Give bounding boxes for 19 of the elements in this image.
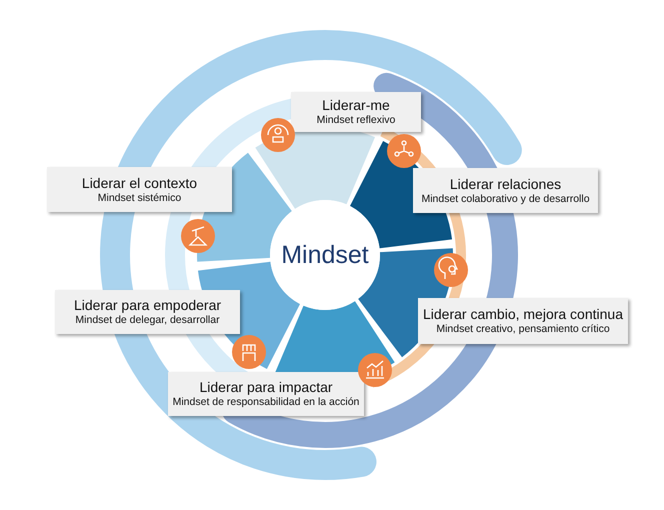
card-heading: Liderar-me bbox=[322, 97, 390, 114]
card-subtitle: Mindset de delegar, desarrollar bbox=[75, 314, 220, 327]
card-subtitle: Mindset creativo, pensamiento crítico bbox=[436, 323, 610, 336]
card-subtitle: Mindset sistémico bbox=[98, 192, 182, 204]
card-subtitle: Mindset de responsabilidad en la acción bbox=[172, 396, 360, 409]
card-heading: Liderar para impactar bbox=[199, 379, 333, 396]
center-title: Mindset bbox=[281, 240, 369, 270]
label-card bbox=[55, 290, 240, 334]
label-card bbox=[291, 92, 421, 132]
card-heading: Liderar relaciones bbox=[450, 176, 562, 192]
label-card bbox=[418, 298, 628, 344]
label-card bbox=[413, 168, 598, 213]
card-heading: Liderar el contexto bbox=[82, 174, 198, 192]
label-card bbox=[168, 372, 364, 416]
card-subtitle: Mindset colaborativo y de desarrollo bbox=[421, 192, 590, 206]
card-subtitle: Mindset reflexivo bbox=[316, 114, 396, 127]
label-card bbox=[47, 167, 232, 212]
card-heading: Liderar para empoderar bbox=[74, 297, 222, 314]
card-heading: Liderar cambio, mejora continua bbox=[423, 306, 623, 323]
